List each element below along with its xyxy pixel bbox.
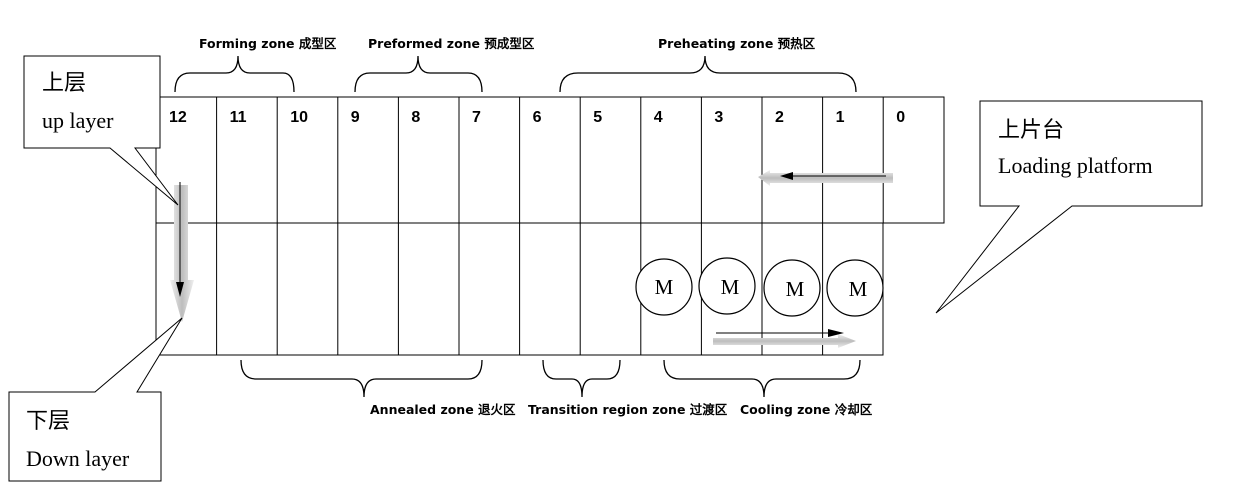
cell-number-1: 1	[836, 109, 845, 126]
motor-1: M	[635, 258, 693, 316]
preformed-zone-label: Preformed zone 预成型区	[368, 36, 535, 51]
svg-text:下层: 下层	[26, 408, 70, 433]
cooling-direction-arrow	[713, 329, 856, 348]
cell-number-8: 8	[411, 109, 420, 126]
cell-dividers	[216, 97, 884, 355]
cell-number-7: 7	[472, 109, 481, 126]
cell-number-9: 9	[351, 109, 360, 126]
forming-zone-brace	[174, 55, 295, 93]
preheating-zone-brace	[559, 55, 857, 93]
cooling-zone-label: Cooling zone 冷却区	[740, 402, 873, 417]
forming-zone-label: Forming zone 成型区	[199, 36, 337, 51]
transition-zone-brace	[542, 359, 621, 398]
svg-text:M: M	[655, 275, 674, 299]
transition-zone-label: Transition region zone 过渡区	[528, 402, 728, 417]
svg-text:Loading platform: Loading platform	[998, 153, 1153, 178]
motor-4: M	[826, 259, 884, 317]
svg-text:M: M	[786, 277, 805, 301]
up-layer-callout: 上层 up layer	[23, 55, 179, 206]
svg-text:Down layer: Down layer	[26, 446, 130, 471]
preheating-zone-label: Preheating zone 预热区	[658, 36, 816, 51]
preformed-zone-brace	[354, 55, 483, 93]
downward-transfer-arrow	[170, 182, 194, 322]
svg-text:M: M	[721, 275, 740, 299]
cell-number-10: 10	[290, 109, 308, 126]
cooling-zone-brace	[663, 359, 861, 398]
cell-number-4: 4	[654, 109, 663, 126]
cell-number-11: 11	[230, 109, 247, 126]
annealed-zone-label: Annealed zone 退火区	[370, 402, 516, 417]
loading-direction-arrow	[758, 170, 893, 186]
loading-platform-callout: 上片台 Loading platform	[935, 100, 1203, 314]
cell-number-2: 2	[775, 109, 784, 126]
cell-number-6: 6	[533, 109, 542, 126]
upper-layer-frame	[155, 96, 945, 224]
annealed-zone-brace	[240, 359, 483, 398]
cell-number-5: 5	[593, 109, 602, 126]
svg-text:上片台: 上片台	[998, 117, 1064, 142]
motor-3: M	[763, 259, 821, 317]
motor-2: M	[698, 257, 756, 315]
cell-number-0: 0	[896, 109, 905, 126]
svg-text:up layer: up layer	[42, 108, 114, 133]
svg-text:M: M	[849, 277, 868, 301]
cell-number-12: 12	[169, 109, 187, 126]
svg-text:上层: 上层	[42, 70, 86, 95]
down-layer-callout: 下层 Down layer	[8, 317, 183, 482]
cell-number-3: 3	[714, 109, 723, 126]
